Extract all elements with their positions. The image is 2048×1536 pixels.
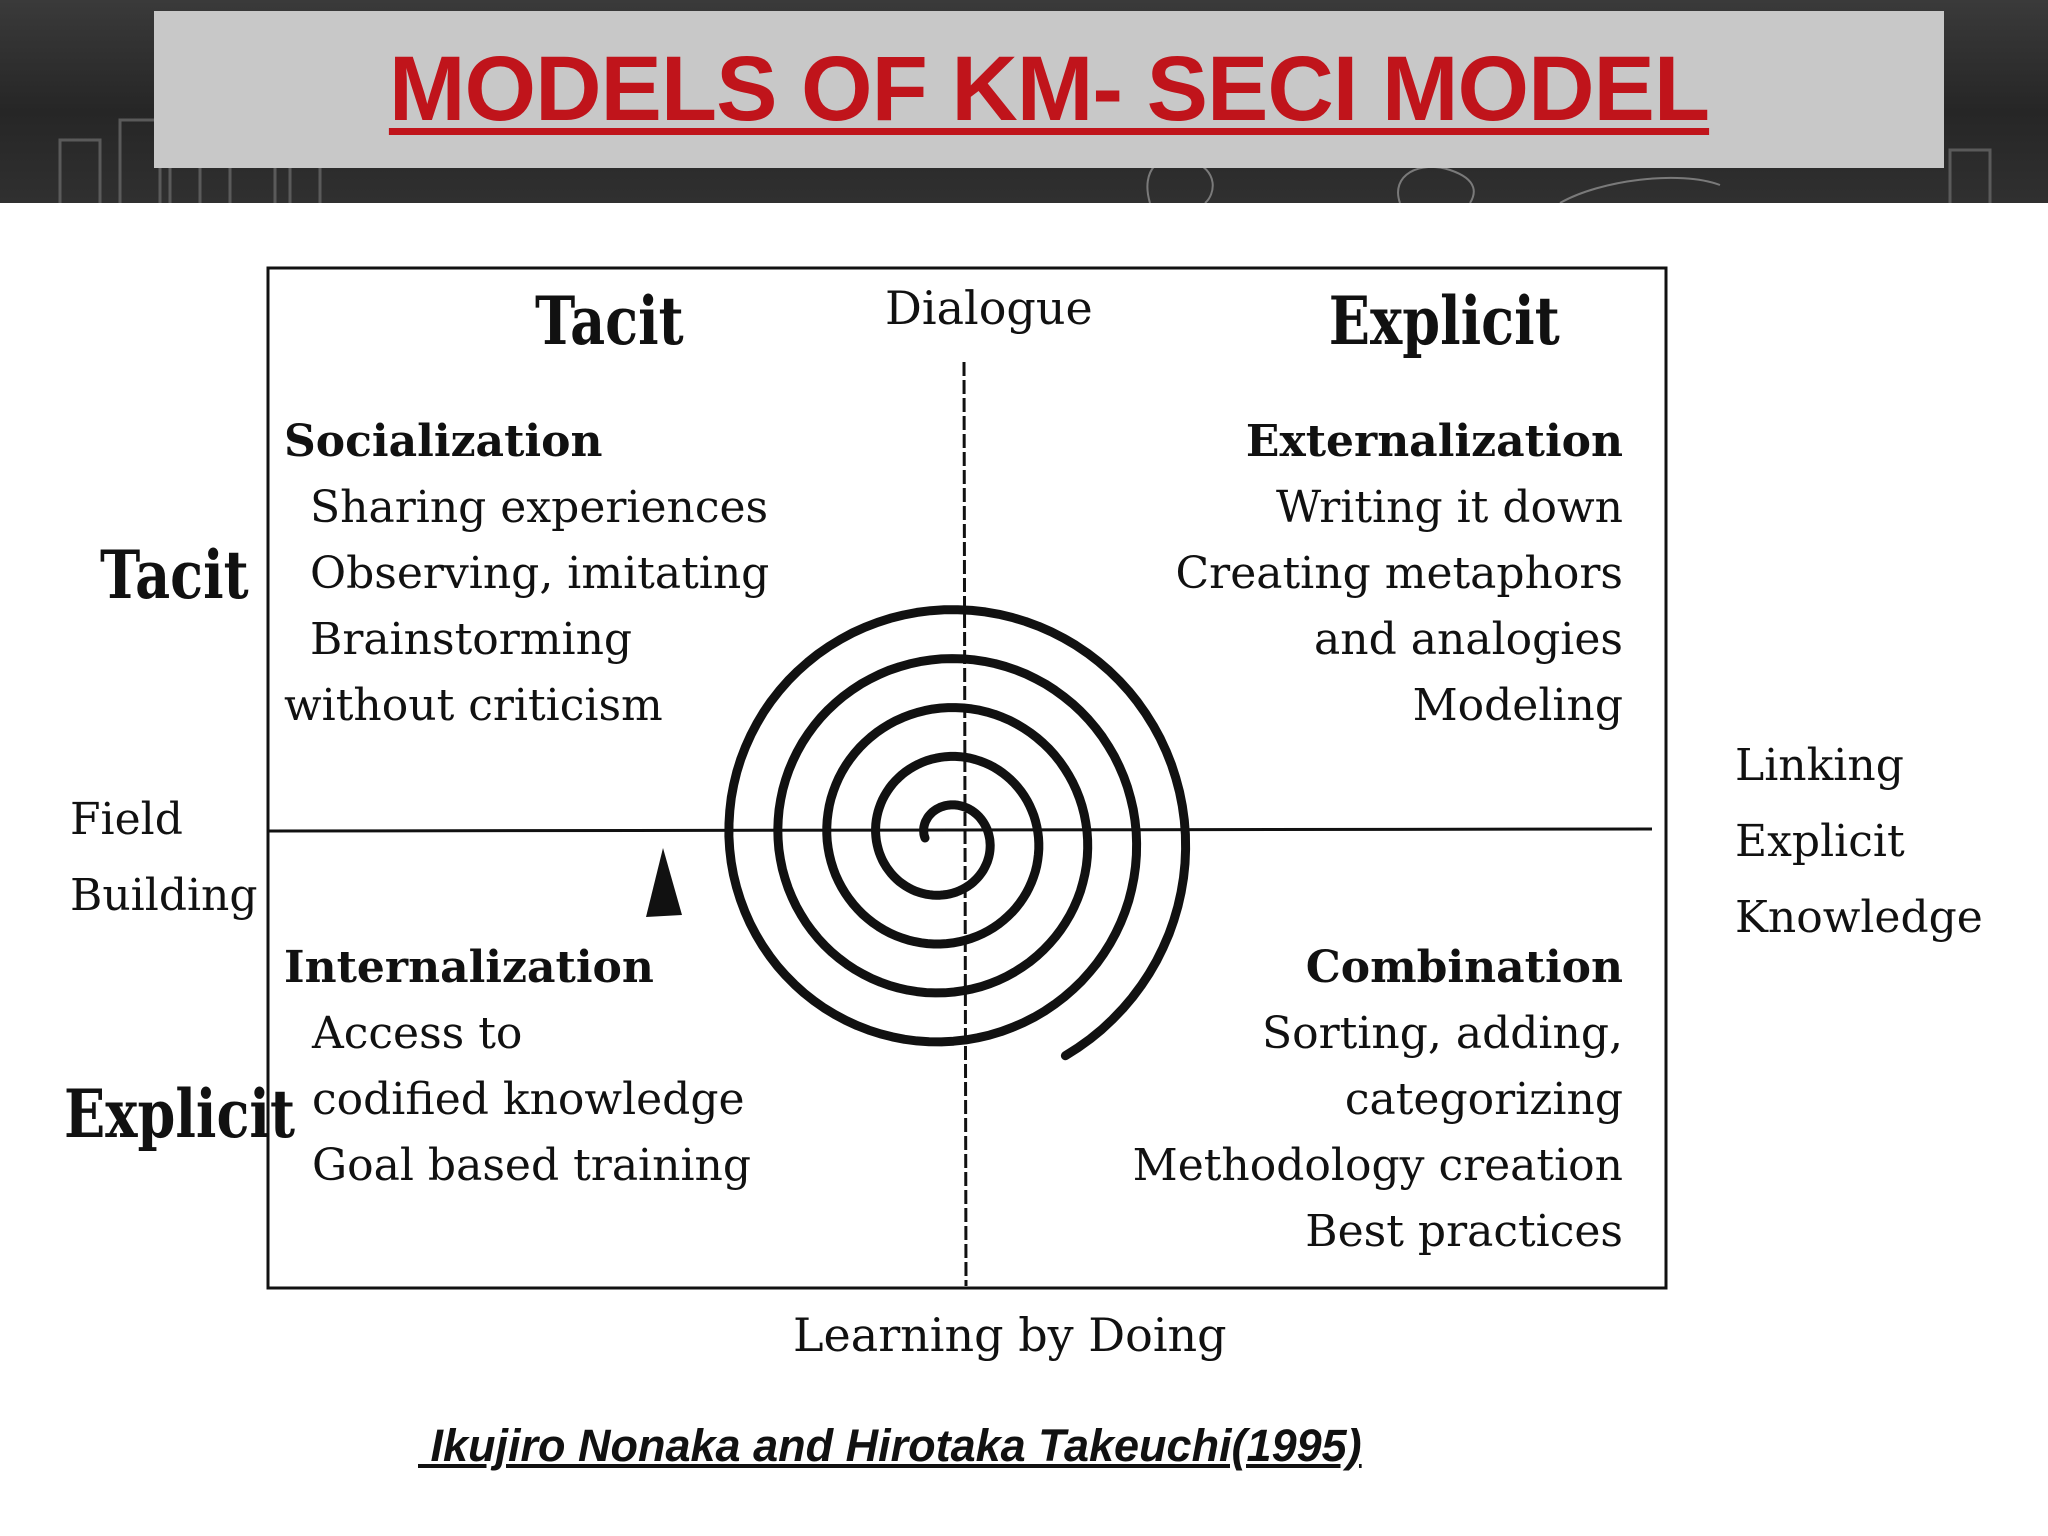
- quadrant-item: codified knowledge: [312, 1074, 745, 1125]
- field-building-line: Building: [70, 870, 258, 921]
- quadrant-item: Creating metaphors: [1175, 548, 1624, 599]
- quadrant-item: Writing it down: [1276, 482, 1623, 533]
- dialogue-label: Dialogue: [885, 281, 1093, 335]
- quadrant-item: Sorting, adding,: [1261, 1008, 1623, 1059]
- quadrant-item: without criticism: [284, 680, 663, 731]
- quadrant-item: Brainstorming: [310, 614, 633, 665]
- linking-label-line: Explicit: [1735, 816, 1905, 867]
- quadrant-title: Socialization: [284, 416, 603, 467]
- quadrant-item: Goal based training: [312, 1140, 752, 1191]
- horizontal-divider: [267, 827, 1653, 833]
- quadrant-item: Sharing experiences: [310, 482, 769, 533]
- linking-explicit-knowledge-label: Linking Explicit Knowledge: [1735, 728, 1983, 956]
- quadrant-internalization: Internalization Access to codified knowl…: [284, 942, 751, 1199]
- citation: Ikujiro Nonaka and Hirotaka Takeuchi(199…: [418, 1420, 1362, 1471]
- column-header-explicit: Explicit: [1329, 282, 1560, 360]
- quadrant-item: Methodology creation: [1132, 1140, 1623, 1191]
- knowledge-spiral: [724, 605, 1191, 1061]
- row-header-explicit: Explicit: [64, 1075, 295, 1153]
- diagram-frame: [266, 266, 1668, 1290]
- quadrant-item: Observing, imitating: [310, 548, 770, 599]
- quadrant-socialization: Socialization Sharing experiences Observ…: [284, 416, 769, 739]
- quadrant-combination: Combination Sorting, adding, categorizin…: [1133, 942, 1623, 1265]
- column-header-tacit: Tacit: [535, 282, 684, 360]
- quadrant-title: Combination: [1305, 942, 1623, 993]
- spiral-arrowhead: [646, 848, 682, 917]
- field-building-line: Field: [70, 794, 183, 845]
- vertical-divider: [962, 361, 968, 1287]
- quadrant-externalization: Externalization Writing it down Creating…: [1176, 416, 1624, 739]
- field-building-label: Field Building: [70, 782, 258, 934]
- quadrant-item: Access to: [312, 1008, 523, 1059]
- linking-label-line: Linking: [1735, 740, 1904, 791]
- quadrant-item: Best practices: [1305, 1206, 1623, 1257]
- quadrant-title: Externalization: [1245, 416, 1623, 467]
- row-header-tacit: Tacit: [100, 536, 249, 614]
- quadrant-title: Internalization: [284, 942, 654, 993]
- header-band: MODELS OF KM- SECI MODEL: [0, 0, 2048, 203]
- quadrant-item: categorizing: [1344, 1074, 1623, 1125]
- title-box: MODELS OF KM- SECI MODEL: [154, 11, 1944, 168]
- quadrant-item: Modeling: [1412, 680, 1623, 731]
- quadrant-item: and analogies: [1314, 614, 1623, 665]
- linking-label-line: Knowledge: [1735, 892, 1983, 943]
- slide-title: MODELS OF KM- SECI MODEL: [388, 38, 1710, 140]
- learning-by-doing-label: Learning by Doing: [793, 1308, 1227, 1362]
